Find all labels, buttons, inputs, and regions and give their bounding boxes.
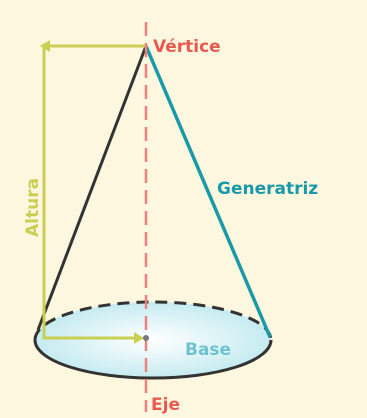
base-back-edge: [33, 300, 273, 341]
height-indicator: [42, 44, 146, 340]
base-front-edge: [33, 339, 273, 380]
vertex-label: Vértice: [153, 37, 221, 57]
height-arrow-top: [40, 40, 50, 52]
generatrix-label: Generatriz: [217, 179, 318, 199]
cone-left-side: [36, 45, 148, 331]
height-label: Altura: [23, 178, 43, 237]
height-arrow-bottom: [134, 332, 144, 344]
base-ellipse-fill: [35, 302, 271, 378]
axis-label: Eje: [151, 395, 180, 415]
base-label: Base: [185, 340, 231, 360]
base-center-point: [143, 335, 149, 341]
generatrix-line: [144, 45, 272, 338]
